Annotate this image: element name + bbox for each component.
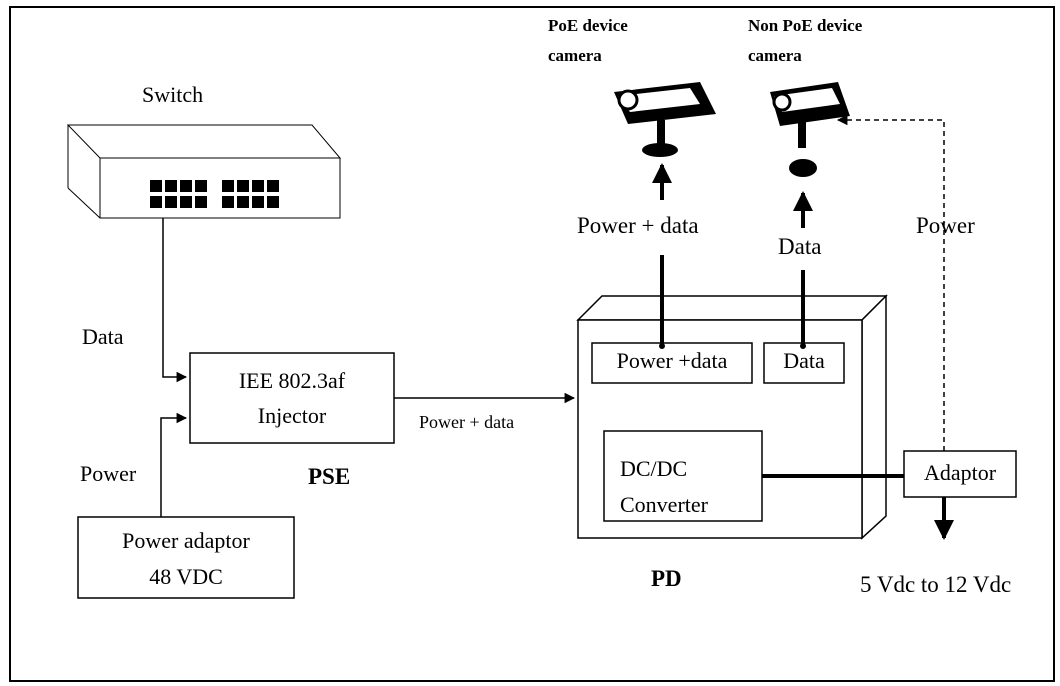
injector-label-line2: Injector	[190, 405, 394, 427]
dcdc-label-line1: DC/DC	[620, 458, 687, 480]
pd-data-port-label: Data	[764, 350, 844, 372]
dcdc-label-line2: Converter	[620, 494, 708, 516]
power-data-mid-label: Power + data	[419, 413, 514, 431]
switch-device	[68, 125, 340, 218]
power-left-label: Power	[80, 463, 136, 485]
nonpoe-camera-label-line1: Non PoE device	[748, 17, 862, 34]
pd-power-data-port-label: Power +data	[592, 350, 752, 372]
nonpoe-camera-icon	[770, 82, 850, 177]
power-data-top-label: Power + data	[577, 214, 699, 237]
poe-camera-icon	[614, 82, 716, 157]
power-adaptor-label-line2: 48 VDC	[78, 566, 294, 588]
pse-label: PSE	[308, 465, 350, 488]
data-left-label: Data	[82, 326, 124, 348]
pd-label: PD	[651, 567, 682, 590]
adaptor-label: Adaptor	[904, 462, 1016, 484]
data-top-label: Data	[778, 235, 821, 258]
injector-label-line1: IEE 802.3af	[190, 370, 394, 392]
switch-label: Switch	[142, 84, 203, 106]
nonpoe-camera-label-line2: camera	[748, 47, 802, 64]
power-adaptor-label-line1: Power adaptor	[78, 530, 294, 552]
voltage-range-label: 5 Vdc to 12 Vdc	[860, 573, 1011, 596]
adaptor-power-line	[161, 418, 186, 517]
poe-camera-label-line2: camera	[548, 47, 602, 64]
injector-box	[190, 353, 394, 443]
power-right-label: Power	[916, 214, 975, 237]
switch-data-line	[163, 218, 186, 377]
poe-camera-label-line1: PoE device	[548, 17, 628, 34]
